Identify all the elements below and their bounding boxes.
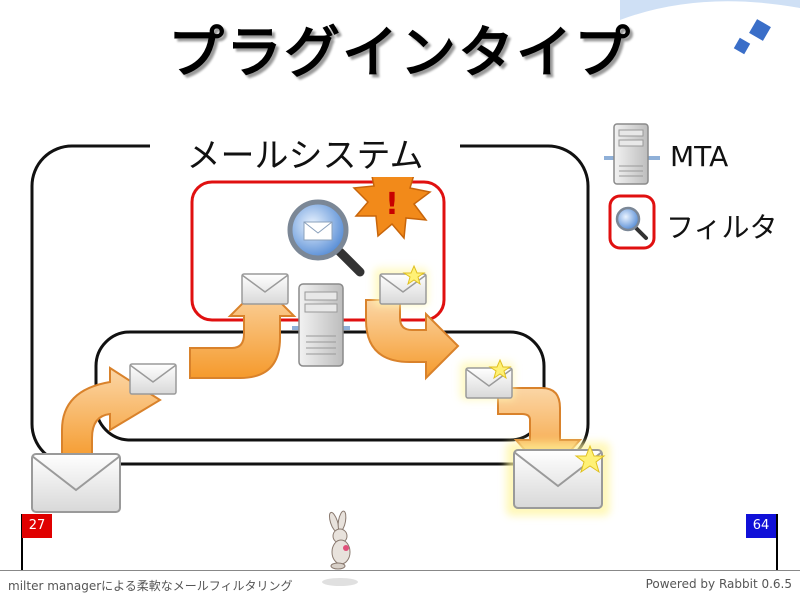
alert-burst-icon: ! [352,155,432,240]
total-pages-flag: 64 [746,514,776,538]
envelope-end-icon [506,442,610,516]
corner-decoration [620,0,800,55]
envelope-marked-1-icon [374,264,428,306]
envelope-start-icon [31,453,121,513]
envelope-step-2-icon [241,273,289,305]
legend-mta-server-icon [604,123,660,185]
mail-system-label: メールシステム [150,128,460,177]
legend-filter-label: フィルタ [666,211,778,244]
mta-server-icon [292,283,350,367]
page-title: プラグインタイプ [168,21,632,86]
footer-presentation-title: milter managerによる柔軟なメールフィルタリング [8,579,293,593]
envelope-step-1-icon [129,363,177,395]
footer-divider [0,570,800,571]
svg-text:!: ! [385,187,399,222]
arrow-3 [365,299,460,381]
legend-filter-icon [608,194,656,250]
envelope-marked-2-icon [460,358,514,400]
footer-powered-by: Powered by Rabbit 0.6.5 [645,577,792,591]
legend-mta-label: MTA [670,140,729,173]
magnifier-icon [287,199,365,277]
start-flag-pole [21,514,23,570]
rabbit-mascot-icon [322,510,358,586]
end-flag-pole [776,514,778,570]
current-page-flag: 27 [22,514,52,538]
